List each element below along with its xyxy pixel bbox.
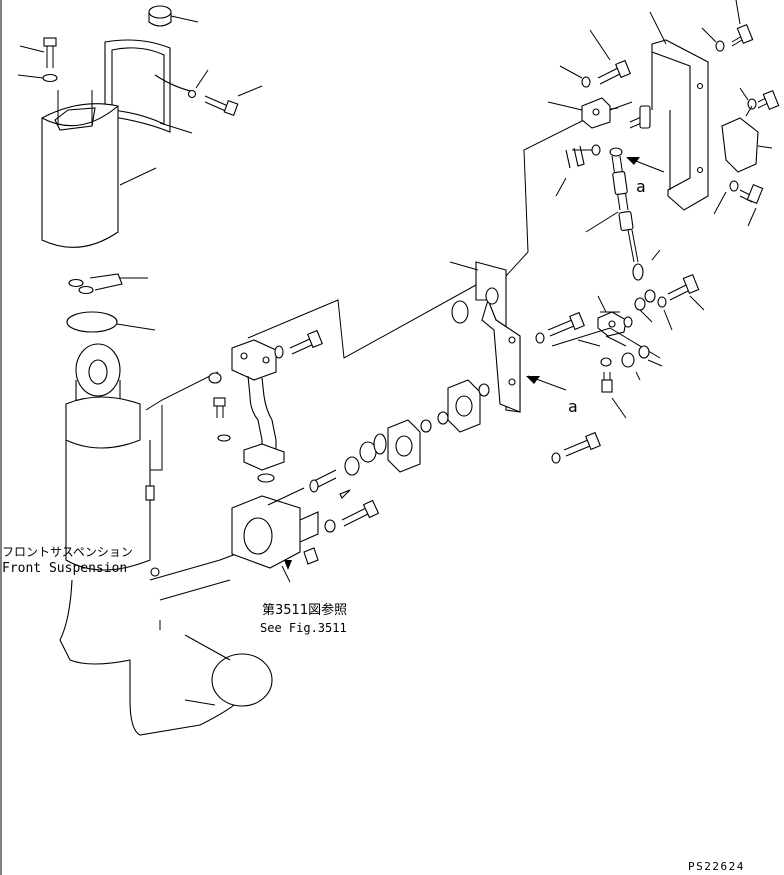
seal-disc [66, 311, 156, 333]
clevis-top [547, 97, 633, 129]
clamp-assembly [551, 295, 661, 359]
washer-flange [420, 419, 432, 433]
leader-washer-right-b [663, 309, 673, 331]
see-fig-jp: 第3511図参照 [262, 602, 347, 618]
leader-center [247, 284, 477, 359]
bolt-side-mid [739, 87, 780, 111]
nut-right-b [621, 345, 663, 381]
bolt-top-left [17, 37, 58, 83]
washer-side-low [713, 180, 739, 215]
bolt-right-a [667, 273, 705, 311]
front-suspension-en: Front Suspension [2, 561, 127, 576]
bolt-side-low [739, 183, 764, 227]
view-arrow-a-top [626, 157, 665, 173]
washer-top-a [559, 65, 591, 88]
front-suspension-jp: フロントサスペンション [2, 545, 133, 559]
bolt-bracket-lower [551, 431, 601, 464]
bolt-shield [204, 85, 263, 117]
see-fig-en: See Fig.3511 [260, 621, 347, 635]
washer-side-mid [747, 98, 757, 110]
clip-side [721, 105, 773, 173]
pin-small [555, 145, 585, 197]
view-label-a-top: a [636, 177, 646, 196]
bolt-top-right [589, 29, 631, 85]
washer-bracket [478, 383, 490, 397]
pipe-block-top [231, 339, 277, 381]
arrow-see-fig [284, 560, 292, 570]
small-bolt-left [213, 397, 231, 442]
leader-cylinder-pipe [145, 371, 219, 471]
side-bracket [649, 11, 709, 211]
clip-pair [68, 273, 148, 295]
view-arrow-a-mid [526, 375, 567, 391]
washer-side-top [701, 27, 725, 52]
mounting-bracket [449, 261, 521, 413]
suspension-cylinder [65, 343, 160, 577]
leader-see-fig [281, 565, 291, 583]
washer-right-b [657, 296, 667, 308]
control-rod [585, 147, 661, 281]
pipe-bolt [274, 329, 323, 359]
top-cap-group [148, 5, 199, 27]
shield-plate [104, 39, 209, 134]
upper-bracket-leader [505, 107, 619, 277]
leader-nut-right-b [577, 339, 601, 347]
flange-right [447, 379, 481, 433]
cylinder-cover [41, 90, 157, 248]
nut-right-a [634, 289, 656, 323]
o-ring-a [208, 372, 222, 384]
valve-studs [303, 433, 387, 565]
pin-right-b [600, 357, 627, 419]
bolt-bracket-upper [535, 311, 585, 344]
flange-left [387, 419, 421, 473]
bolt-mid-right [629, 105, 651, 129]
view-label-a-mid: a [568, 397, 578, 416]
valve-body [231, 487, 319, 569]
drawing-code: PS22624 [688, 860, 745, 873]
o-ring-b [257, 473, 275, 483]
hydraulic-pipe [243, 375, 285, 471]
washer-top-b [591, 144, 601, 156]
bolt-side-top [731, 0, 754, 47]
washer-flange-b [437, 411, 449, 425]
